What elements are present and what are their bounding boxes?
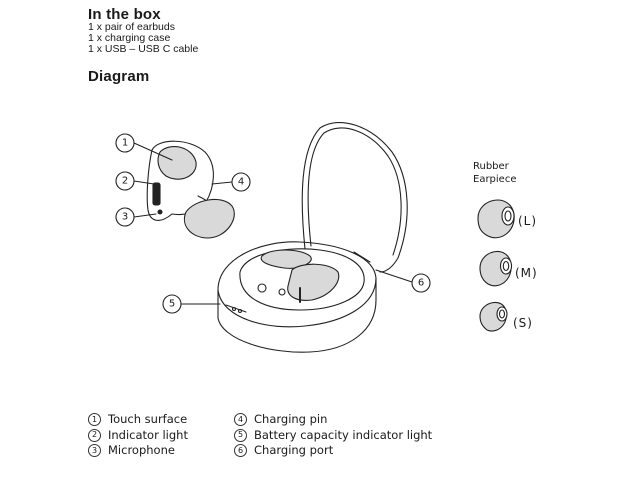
legend-number: 5 — [234, 428, 247, 442]
callout-6 — [411, 273, 431, 293]
legend-number: 1 — [88, 413, 101, 427]
callout-1-number: 1 — [122, 138, 128, 149]
size-small-label: (S) — [513, 316, 533, 330]
legend-number: 6 — [234, 444, 247, 458]
earpiece-small — [479, 301, 508, 332]
earpiece-large — [477, 199, 515, 239]
callout-2-number: 2 — [122, 176, 128, 187]
legend-number: 2 — [88, 428, 101, 442]
box-item: 1 x charging case — [88, 32, 171, 44]
callout-3-number: 3 — [122, 212, 128, 223]
legend-item: 1 Touch surface — [88, 412, 188, 428]
size-medium-label: (M) — [515, 266, 538, 280]
legend-left: 1 Touch surface 2 Indicator light 3 Micr… — [88, 412, 188, 459]
legend-item: 6 Charging port — [234, 443, 432, 459]
callout-6-number: 6 — [418, 278, 424, 289]
legend-label: Indicator light — [108, 427, 188, 442]
legend-item: 4 Charging pin — [234, 412, 432, 428]
earpiece-label-line2: Earpiece — [473, 174, 517, 185]
box-item: 1 x pair of earbuds — [88, 21, 175, 33]
case-body — [217, 241, 377, 353]
legend-number: 3 — [88, 444, 101, 458]
legend-label: Charging port — [254, 443, 334, 457]
legend-label: Microphone — [108, 443, 175, 457]
diagram-title: Diagram — [88, 68, 150, 85]
earpiece-medium — [479, 250, 513, 287]
legend-right: 4 Charging pin 5 Battery capacity indica… — [234, 412, 432, 459]
in-the-box-list: 1 x pair of earbuds 1 x charging case 1 … — [88, 22, 198, 55]
box-item: 1 x USB – USB C cable — [88, 43, 199, 55]
legend-item: 5 Battery capacity indicator light — [234, 428, 432, 444]
callout-5-number: 5 — [169, 299, 175, 310]
case-lid — [301, 121, 408, 273]
callout-4-number: 4 — [238, 177, 244, 188]
legend-label: Touch surface — [108, 412, 188, 426]
legend-number: 4 — [234, 413, 247, 427]
legend-item: 2 Indicator light — [88, 428, 188, 444]
size-large-label: (L) — [518, 214, 537, 228]
earpiece-label-line1: Rubber — [473, 161, 510, 172]
legend-item: 3 Microphone — [88, 443, 188, 459]
legend-label: Battery capacity indicator light — [254, 427, 433, 442]
in-the-box-title: In the box — [88, 6, 161, 23]
touch-surface — [157, 146, 197, 180]
legend-label: Charging pin — [254, 412, 328, 426]
